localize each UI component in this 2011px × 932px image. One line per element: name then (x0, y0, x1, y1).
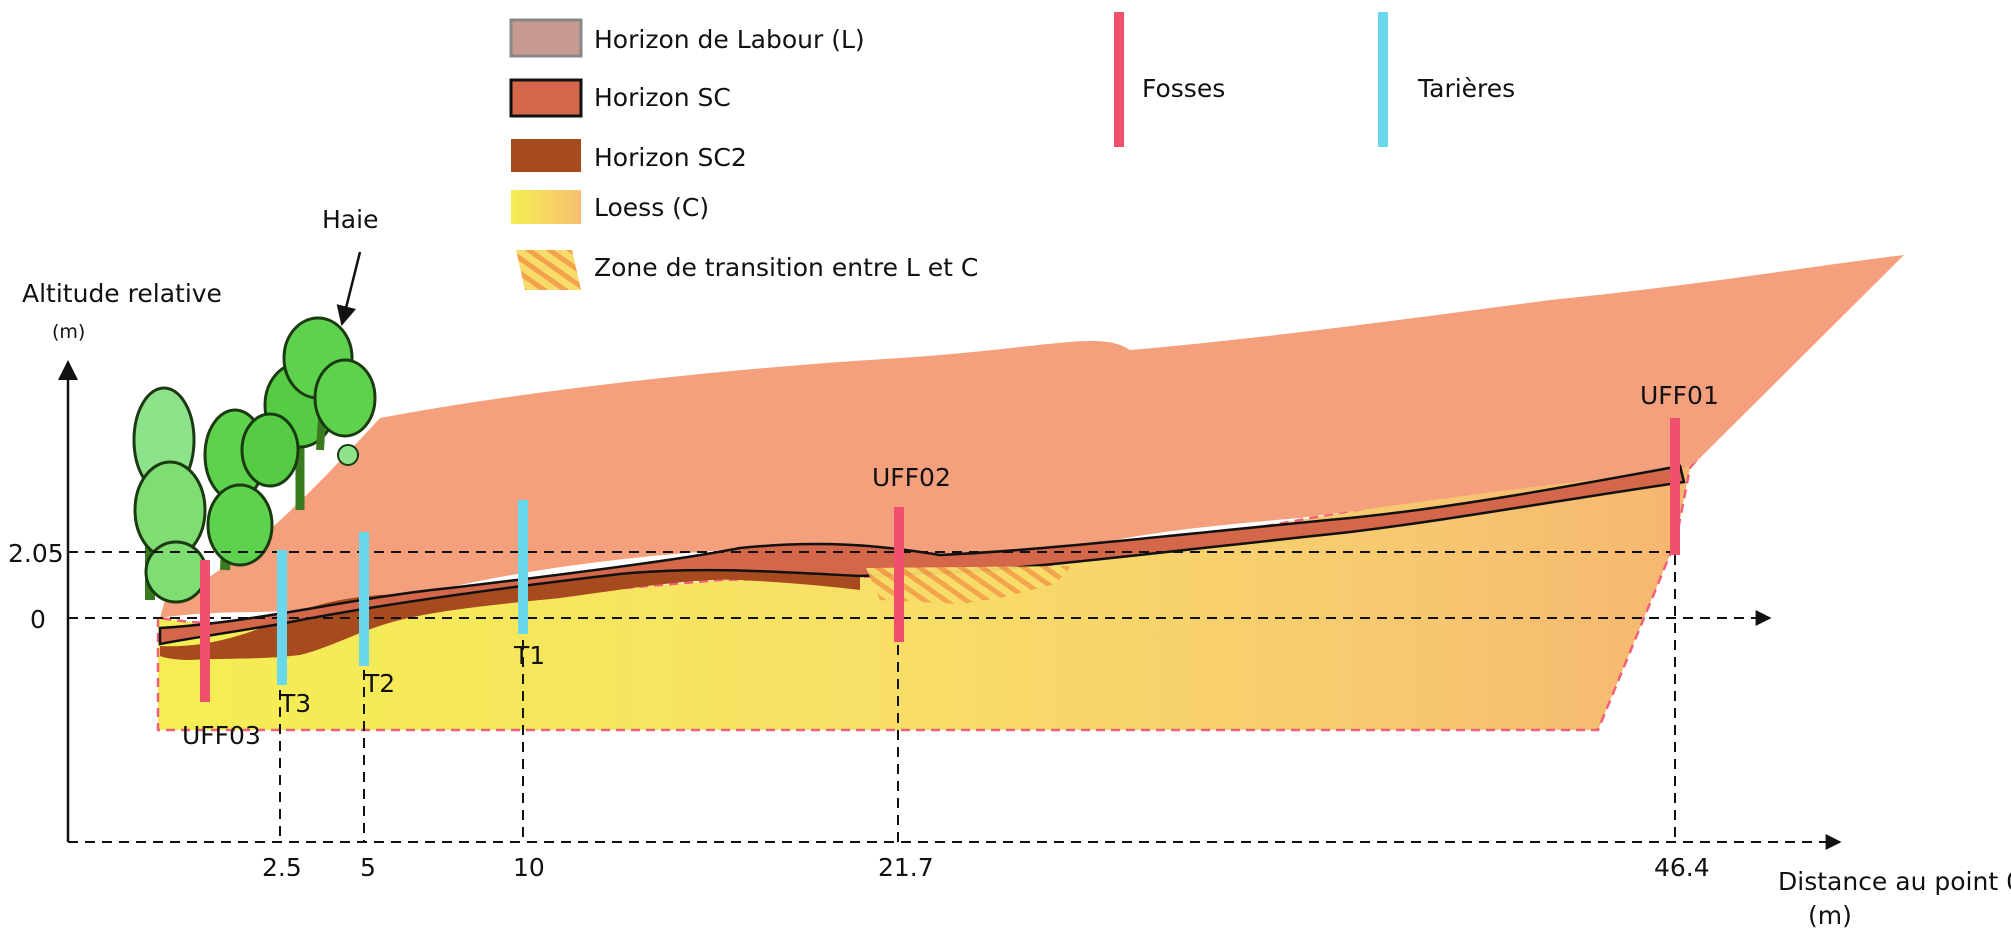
y-axis-title: Altitude relative (22, 279, 222, 308)
legend-label-loess: Loess (C) (594, 193, 709, 222)
sc2-horizon (160, 563, 860, 660)
x-tick-2.5: 2.5 (262, 853, 302, 882)
haie-arrow (336, 251, 362, 326)
axis-labels: Altitude relative (m) 2.05 0 2.5 5 10 21… (8, 279, 2011, 930)
tariere-t3-label: T3 (279, 689, 311, 718)
x-tick-5: 5 (360, 853, 376, 882)
x-tick-46.4: 46.4 (1654, 853, 1710, 882)
tree-icon (282, 316, 377, 466)
legend-swatch-tarieres (1378, 12, 1388, 147)
fosse-uff01-label: UFF01 (1640, 381, 1719, 410)
x-axis-title: Distance au point 0 (1778, 867, 2011, 896)
hedge-trees (132, 316, 377, 604)
legend-label-fosses: Fosses (1142, 74, 1225, 103)
tree-icon (132, 386, 208, 604)
x-axis-unit: (m) (1808, 901, 1852, 930)
legend-label-sc2: Horizon SC2 (594, 143, 747, 172)
tariere-t1-bar (518, 500, 528, 634)
x-tick-10: 10 (513, 853, 545, 882)
tariere-t1-label: T1 (513, 641, 545, 670)
fosse-uff01-bar (1670, 418, 1680, 555)
labour-horizon (160, 255, 1904, 618)
fosse-uff02-label: UFF02 (872, 463, 951, 492)
legend-swatch-transition (516, 250, 581, 290)
legend-swatch-loess (511, 190, 581, 224)
sample-points: UFF03 T3 T2 T1 UFF02 UFF01 (182, 381, 1719, 750)
haie-label: Haie (322, 205, 378, 234)
tariere-t3-bar (277, 550, 287, 685)
legend-swatch-labour (509, 18, 583, 58)
guide-lines (68, 551, 1842, 850)
soil-layers (156, 255, 1904, 732)
legend-swatch-sc2 (511, 139, 581, 172)
tree-icon (203, 408, 274, 571)
legend-swatch-sc (509, 78, 583, 118)
tariere-t2-label: T2 (363, 669, 395, 698)
tariere-t2-bar (359, 532, 369, 666)
fosse-uff02-bar (894, 507, 904, 642)
fosse-uff03-label: UFF03 (182, 721, 261, 750)
transition-zone (866, 566, 1072, 604)
legend-label-tarieres: Tarières (1417, 74, 1515, 103)
legend-label-sc: Horizon SC (594, 83, 731, 112)
x-tick-21.7: 21.7 (878, 853, 934, 882)
y-axis-unit: (m) (52, 321, 85, 343)
legend-swatch-fosses (1114, 12, 1124, 147)
fosse-uff03-bar (200, 560, 210, 702)
legend-label-labour: Horizon de Labour (L) (594, 25, 865, 54)
legend-label-transition: Zone de transition entre L et C (594, 253, 978, 282)
y-tick-0: 0 (30, 605, 46, 634)
legend: Horizon de Labour (L) Horizon SC Horizon… (509, 12, 1515, 290)
y-tick-205: 2.05 (8, 539, 64, 568)
